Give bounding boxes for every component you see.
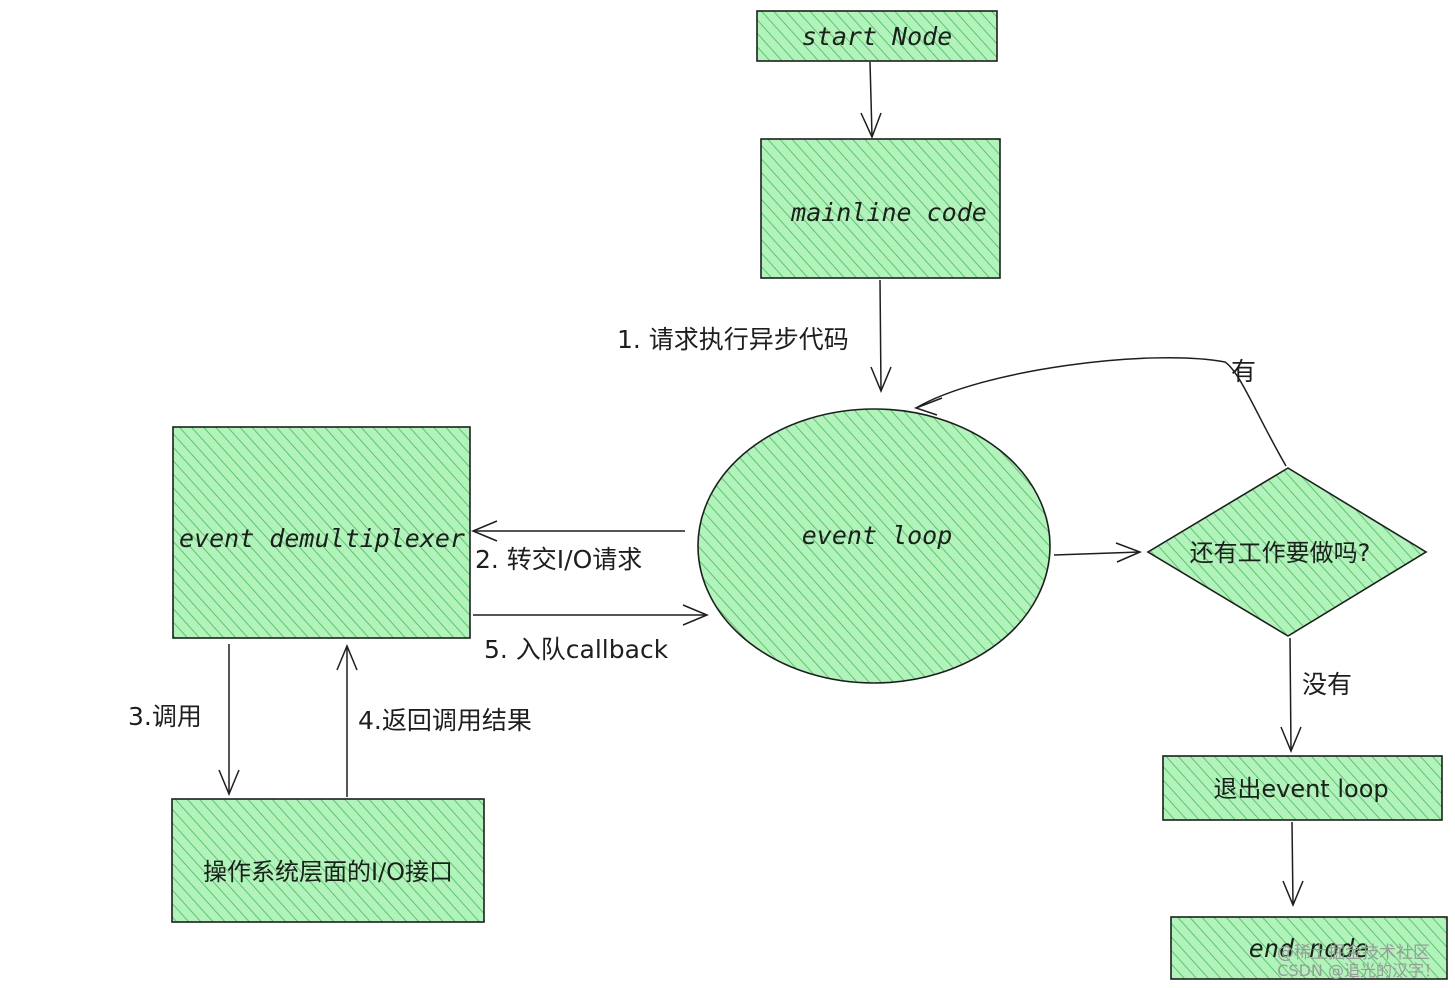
edge-demultiplexer-to-os-io (218, 644, 240, 796)
edge-exit-to-end (1282, 821, 1304, 907)
decision-label: 还有工作要做吗? (1190, 539, 1371, 567)
mainline-code-label: mainline code (790, 198, 987, 227)
edge-event-loop-to-demultiplexer (471, 520, 685, 542)
exit-event-loop-label: 退出event loop (1213, 775, 1388, 803)
edge-start-to-mainline (860, 61, 882, 139)
os-io-interface-label: 操作系统层面的I/O接口 (203, 858, 453, 886)
event-loop-node: event loop (697, 408, 1051, 684)
start-node: start Node (756, 10, 998, 62)
event-demultiplexer-label: event demultiplexer (179, 524, 465, 553)
edge-mainline-to-event-loop (870, 279, 892, 393)
edge-os-io-to-demultiplexer (336, 644, 358, 797)
label-no: 没有 (1302, 670, 1352, 699)
edge-demultiplexer-to-event-loop (473, 604, 709, 626)
os-io-interface-node: 操作系统层面的I/O接口 (171, 798, 485, 923)
watermark-line-1: @稀土掘金技术社区 (1277, 943, 1430, 963)
event-demultiplexer-node: event demultiplexer (172, 426, 471, 639)
label-request-async: 1. 请求执行异步代码 (617, 325, 849, 354)
label-forward-io: 2. 转交I/O请求 (475, 545, 642, 574)
event-loop-label: event loop (802, 521, 953, 550)
decision-node: 还有工作要做吗? (1146, 467, 1428, 637)
end-node: end node (1170, 916, 1448, 980)
label-return-result: 4.返回调用结果 (358, 706, 532, 735)
label-invoke: 3.调用 (128, 702, 202, 731)
mainline-code-node: mainline code (760, 138, 1001, 279)
start-node-label: start Node (802, 22, 953, 51)
edge-decision-no-to-exit (1280, 637, 1302, 753)
end-node-label: end node (1249, 934, 1369, 963)
edge-decision-yes-loop-back (913, 357, 1287, 467)
label-yes: 有 (1231, 357, 1256, 386)
edge-event-loop-to-decision (1053, 542, 1142, 563)
label-enqueue-callback: 5. 入队callback (484, 635, 669, 664)
watermark-line-2: CSDN @追光的汉字！ (1277, 961, 1440, 980)
exit-event-loop-node: 退出event loop (1162, 755, 1443, 821)
